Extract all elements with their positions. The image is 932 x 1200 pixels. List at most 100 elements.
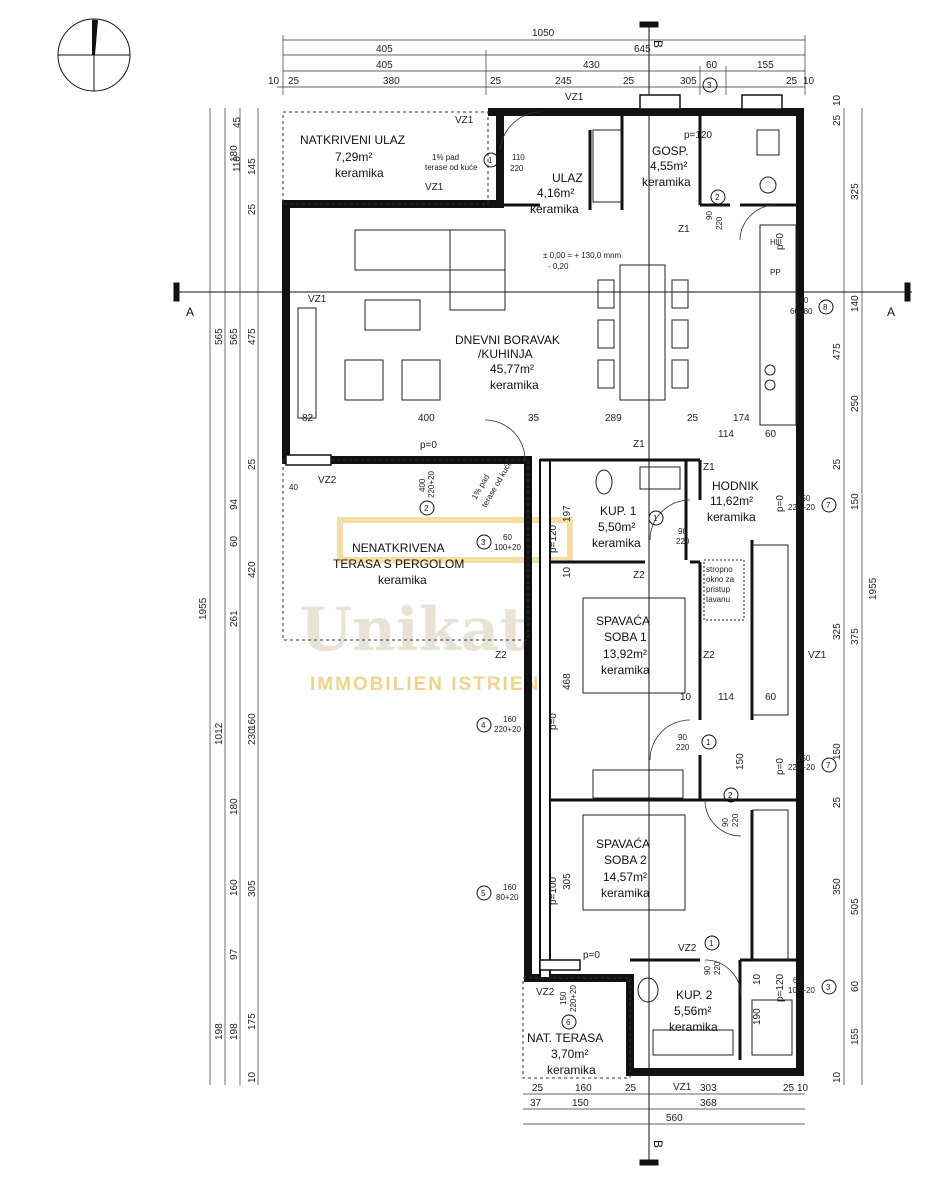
window-tag-5: 5 160 80+20 [476, 883, 519, 902]
room-floor: keramika [490, 378, 539, 392]
dim-left-d6: 25 [247, 458, 258, 470]
opening-label: Z1 [678, 224, 690, 235]
dim-top-g: 10 [268, 76, 280, 87]
dim-right-2: 25 [832, 114, 843, 126]
room-area: 45,77m² [490, 362, 534, 376]
tag-height: 220 [676, 537, 690, 546]
dim-right-total: 1955 [868, 577, 879, 600]
inner-dim: 174 [733, 413, 750, 424]
tag-width: 110 [512, 153, 525, 162]
dim-left-d5: 475 [247, 328, 258, 345]
opening-label: Z2 [495, 650, 507, 661]
dining-table-icon [619, 264, 666, 401]
shaft-note-1: stropno [706, 565, 733, 574]
sill-height: p=120 [775, 973, 786, 1002]
attic-hatch-icon [703, 559, 745, 621]
sill-height: p=0 [583, 950, 600, 961]
level-label: ± 0,00 = + 130,0 mnm [543, 251, 622, 260]
dryer-icon [759, 176, 777, 194]
dim-right-6: 250 [850, 395, 861, 412]
tag-width: 160 [503, 883, 517, 892]
inner-dim: 60 [765, 429, 777, 440]
dim-left-b3: 198 [214, 1023, 225, 1040]
dim-top-j: 25 [490, 76, 502, 87]
dim-right-1: 10 [832, 94, 843, 106]
sill-height: p=0 [775, 233, 786, 250]
dim-right-11: 150 [832, 743, 843, 760]
inner-dim: 60 [765, 692, 777, 703]
room-area: 3,70m² [551, 1047, 588, 1061]
opening-label: VZ1 [565, 92, 584, 103]
chair-icon [597, 359, 615, 389]
slope-note-2: terase od kuće [425, 163, 478, 172]
tag-num: 2 [728, 791, 733, 800]
door-tag-6: 1 90 220 [703, 935, 722, 975]
tag-num: 8 [823, 303, 828, 312]
tag-height: 60+80 [790, 307, 813, 316]
dim-top-l: 25 [623, 76, 635, 87]
room-kup2: KUP. 2 5,56m² keramika [669, 988, 718, 1034]
tag-num: 3 [481, 538, 486, 547]
dim-left-c7: 230 [247, 728, 258, 745]
dim-bottom-e: 25 [783, 1083, 795, 1094]
section-markers [173, 21, 912, 1166]
window-tag-8: 8 140 60+80 [790, 296, 834, 316]
tag-height: 220 [731, 813, 740, 827]
tag-num: 4 [481, 721, 486, 730]
window-tag-3c: 3 40 [289, 77, 718, 492]
hob-icon [764, 364, 776, 376]
inner-dim: 114 [718, 429, 734, 440]
dim-right-12: 25 [832, 796, 843, 808]
dim-top-a: 405 [376, 44, 393, 55]
room-floor: keramika [642, 175, 691, 189]
dim-right-9: 375 [850, 628, 861, 645]
tag-height: 100+20 [494, 543, 521, 552]
dim-top-i: 380 [383, 76, 400, 87]
dim-left-d9: 175 [247, 1013, 258, 1030]
dim-top-n: 25 [786, 76, 798, 87]
room-floor: keramika [547, 1063, 596, 1077]
room-floor: keramika [601, 886, 650, 900]
window-tag-3a: 3 60 100+20 [476, 533, 521, 552]
washer-icon [756, 129, 780, 156]
toilet-icon [595, 469, 613, 495]
dim-left-total: 1955 [198, 597, 209, 620]
tag-num: 1 [706, 738, 711, 747]
room-name: DNEVNI BORAVAK [455, 333, 560, 347]
window-tag-6: 6 150 220+20 [559, 985, 578, 1030]
dim-left-d3: 145 [247, 158, 258, 175]
room-name-2: SOBA 1 [604, 630, 647, 644]
door-tag-4: 1 90 220 [676, 733, 717, 752]
inner-dim: 400 [418, 413, 435, 424]
wardrobe-icon [752, 809, 789, 961]
sill-height: p=120 [684, 130, 713, 141]
room-floor: keramika [601, 663, 650, 677]
dim-bottom-f: 10 [797, 1083, 809, 1094]
tag-width: 140 [795, 296, 809, 305]
dim-left-c5: 420 [247, 561, 258, 578]
dim-left-c4: 60 [229, 535, 240, 547]
room-hodnik: HODNIK 11,62m² keramika [707, 479, 759, 524]
opening-label: VZ2 [318, 475, 337, 486]
room-floor: keramika [669, 1020, 718, 1034]
tag-width: 90 [721, 818, 730, 827]
room-spavaca-soba-2: SPAVAĆA SOBA 2 14,57m² keramika [596, 836, 650, 900]
opening-label: VZ1 [455, 115, 474, 126]
tag-width: 90 [678, 733, 687, 742]
sill-height: p=0 [775, 758, 786, 775]
room-name: ULAZ [552, 171, 583, 185]
dim-right-14: 505 [850, 898, 861, 915]
opening-label: Z1 [633, 439, 645, 450]
room-name: KUP. 2 [676, 988, 713, 1002]
room-spavaca-soba-1: SPAVAĆA SOBA 1 13,92m² keramika [596, 613, 650, 677]
room-name: HODNIK [712, 479, 759, 493]
dim-right-3: 325 [850, 183, 861, 200]
opening-label: VZ1 [425, 182, 444, 193]
chair-icon [597, 319, 615, 349]
bed-icon [582, 597, 686, 694]
tag-height: 220 [713, 961, 722, 975]
room-floor: keramika [530, 202, 579, 216]
coffee-table-icon [364, 299, 421, 331]
interior-walls [500, 112, 800, 1060]
room-name: KUP. 1 [600, 504, 637, 518]
